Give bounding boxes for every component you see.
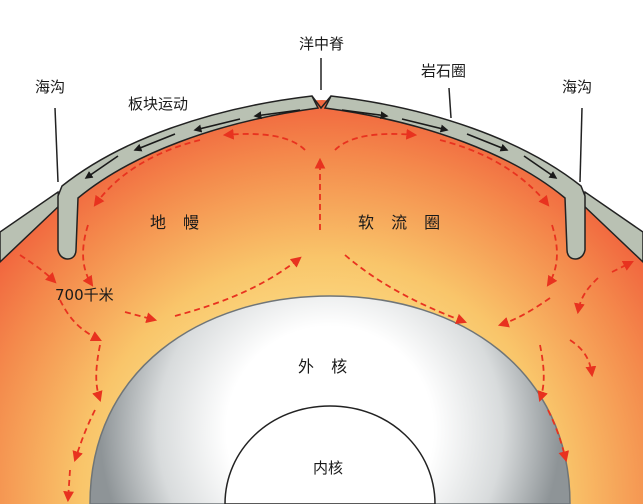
label-mid-ocean-ridge: 洋中脊 <box>299 35 344 53</box>
convection-arrow <box>574 277 599 315</box>
ridge-notch <box>311 95 332 110</box>
convection-arrow <box>546 224 558 287</box>
label-depth: 700千米 <box>55 286 114 304</box>
convection-arrow <box>547 409 569 463</box>
convection-arrow <box>124 311 158 323</box>
plate-arrow <box>133 133 176 152</box>
outer-core <box>89 295 571 504</box>
convection-arrows <box>19 128 634 503</box>
convection-arrow <box>497 297 551 328</box>
convection-arrow <box>93 139 201 207</box>
plate-arrow <box>193 118 241 133</box>
plate-arrow <box>253 109 301 120</box>
leader-lithosphere <box>448 87 452 119</box>
label-inner-core: 内核 <box>313 459 343 477</box>
convection-arrow <box>222 128 306 151</box>
plate-arrow <box>84 155 119 179</box>
plate-motion-arrows <box>84 109 558 179</box>
plate-arrow <box>466 133 509 152</box>
plate-arrow <box>523 155 558 179</box>
convection-arrow <box>334 128 418 151</box>
convection-arrow <box>174 256 302 317</box>
convection-arrow <box>537 344 548 403</box>
convection-arrow <box>439 139 550 207</box>
lithosphere-left-plate <box>57 95 320 260</box>
label-asthenosphere: 软 流 圈 <box>358 213 446 232</box>
leader-lines <box>54 58 583 183</box>
convection-arrow <box>569 339 597 378</box>
convection-arrow <box>19 254 57 284</box>
convection-arrow <box>63 469 74 503</box>
lithosphere-right-plate <box>323 95 586 260</box>
convection-arrow <box>82 224 94 287</box>
label-plate-motion: 板块运动 <box>128 95 188 113</box>
leader-trench-left <box>54 107 59 183</box>
label-lithosphere: 岩石圈 <box>421 62 466 80</box>
plate-arrow <box>401 118 449 133</box>
convection-arrow <box>72 409 96 463</box>
inner-core <box>224 405 436 504</box>
label-outer-core: 外 核 <box>298 357 353 376</box>
leader-trench-right <box>579 107 583 183</box>
label-mantle: 地 幔 <box>150 213 205 232</box>
label-trench-left: 海沟 <box>35 78 65 96</box>
convection-arrow <box>611 261 634 273</box>
convection-arrow <box>59 299 102 341</box>
label-trench-right: 海沟 <box>562 78 592 96</box>
convection-arrow <box>344 254 468 324</box>
convection-arrow <box>92 344 103 403</box>
plate-arrow <box>341 109 389 120</box>
